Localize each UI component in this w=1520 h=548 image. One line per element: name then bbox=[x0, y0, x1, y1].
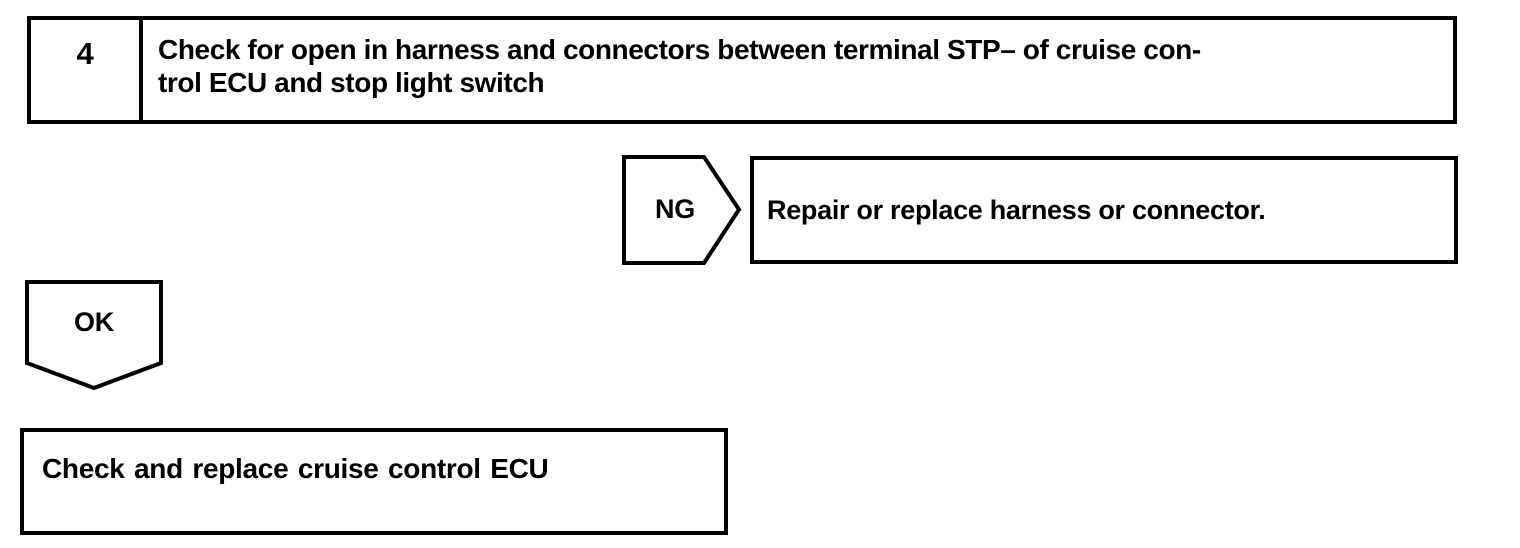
step-instruction-line-1: Check for open in harness and connectors… bbox=[158, 34, 1201, 65]
ng-pentagon-icon bbox=[622, 155, 742, 265]
step-number-cell: 4 bbox=[31, 20, 143, 120]
ng-connector: NG bbox=[622, 155, 742, 265]
ng-action-box: Repair or replace harness or connector. bbox=[750, 156, 1458, 264]
step-instruction: Check for open in harness and connectors… bbox=[143, 20, 1215, 120]
step-box: 4 Check for open in harness and connecto… bbox=[27, 16, 1457, 124]
ok-label: OK bbox=[74, 307, 114, 337]
step-instruction-line-2: trol ECU and stop light switch bbox=[158, 67, 545, 98]
ok-action-text: Check and replace cruise control ECU bbox=[42, 453, 549, 484]
ok-action-box: Check and replace cruise control ECU bbox=[20, 428, 728, 535]
ng-action-text: Repair or replace harness or connector. bbox=[767, 194, 1266, 225]
step-number: 4 bbox=[76, 36, 94, 71]
ok-pentagon-icon bbox=[25, 280, 163, 390]
ok-connector: OK bbox=[25, 280, 165, 390]
ng-label: NG bbox=[655, 193, 695, 224]
